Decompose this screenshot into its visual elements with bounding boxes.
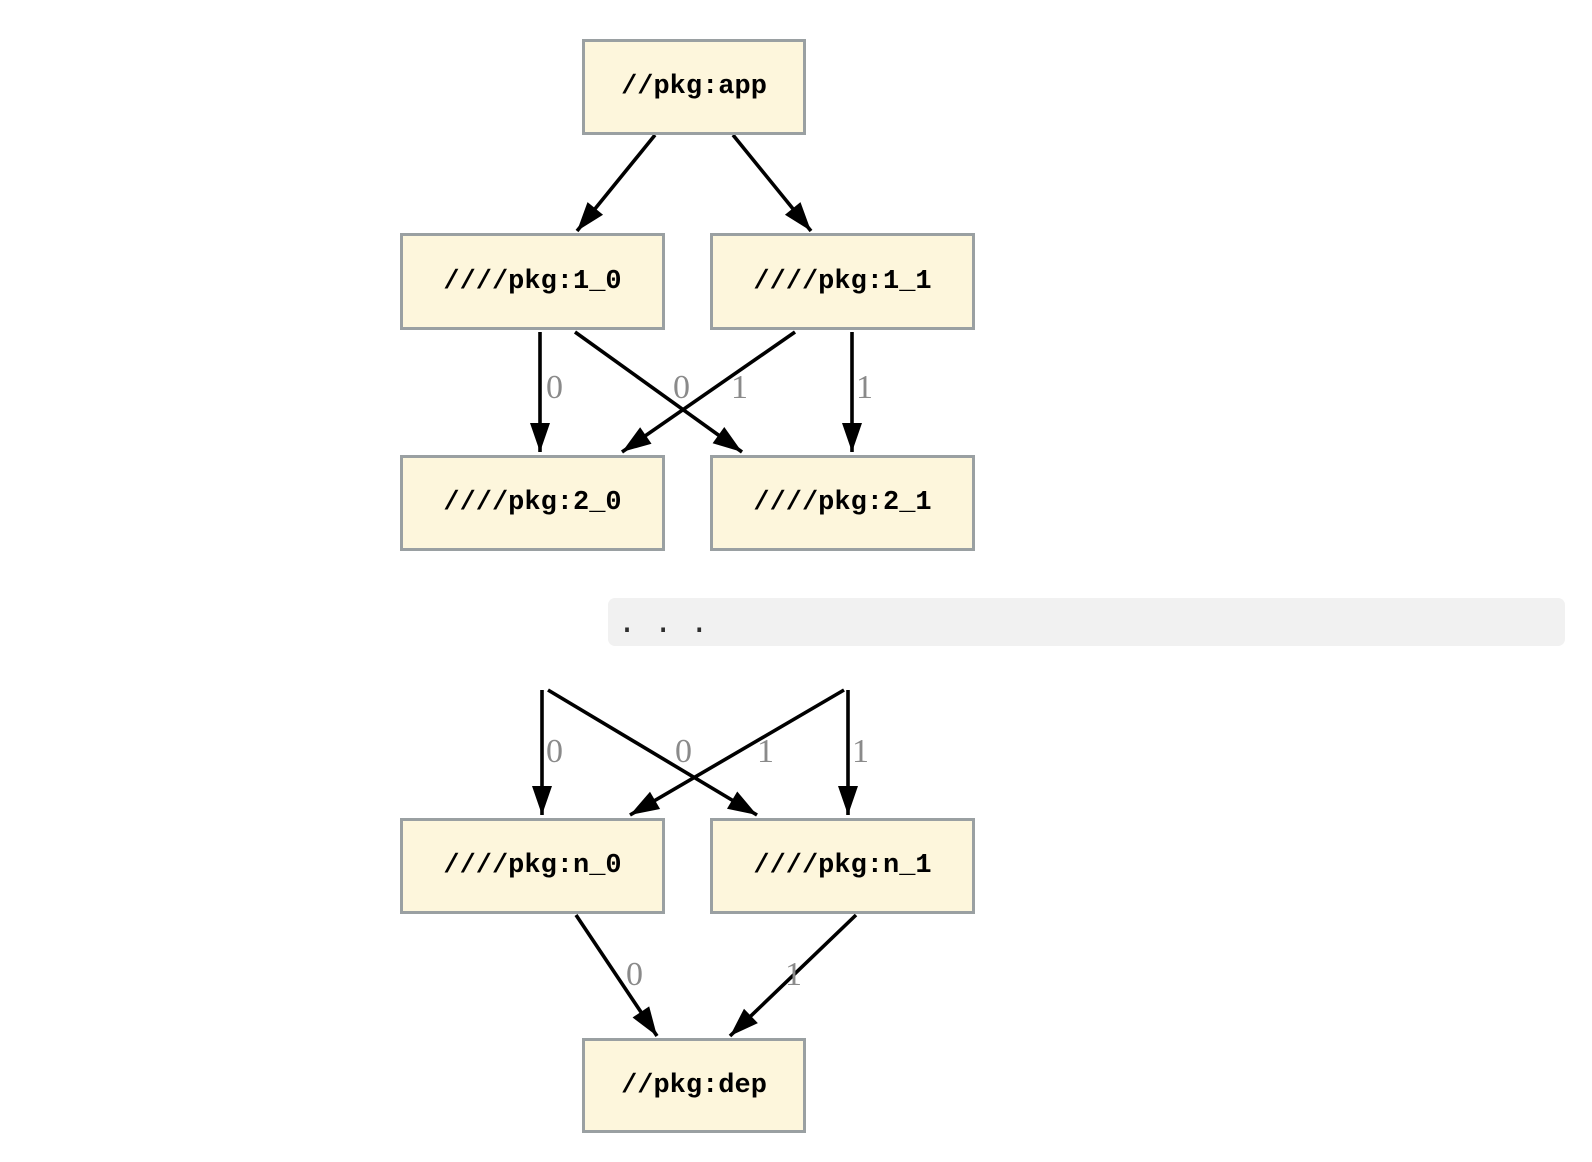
edge-n_0-to-dep (574, 913, 659, 1038)
node-n-0: ////pkg:n_0 (400, 818, 665, 914)
edge-label-...-to-n_1: 1 (852, 733, 869, 770)
edge-label-...-to-n_0: 0 (546, 733, 563, 770)
edge-...-to-n_1 (547, 688, 758, 817)
node-2-0-label: ////pkg:2_0 (443, 488, 622, 518)
edge-app-to-1_0 (575, 133, 657, 233)
node-1-0-label: ////pkg:1_0 (443, 266, 622, 297)
edge-1_0-to-2_1 (573, 330, 744, 454)
edge-label-1_1-to-2_1: 1 (856, 369, 873, 406)
node-1-0: ////pkg:1_0 (400, 233, 665, 330)
edge-label-n_1-to-dep: 1 (785, 956, 802, 993)
edge-1_1-to-2_0 (620, 330, 797, 454)
node-dep-label: //pkg:dep (621, 1070, 767, 1101)
node-app-label: //pkg:app (621, 72, 767, 102)
node-2-1: ////pkg:2_1 (710, 455, 975, 551)
node-dep: //pkg:dep (582, 1038, 806, 1133)
node-n-1-label: ////pkg:n_1 (753, 851, 932, 881)
node-app: //pkg:app (582, 39, 806, 135)
edge-label-1_1-to-2_0: 0 (673, 369, 690, 406)
edge-label-...-to-n_0: 0 (675, 733, 692, 770)
edge-...-to-n_0 (629, 688, 845, 817)
ellipsis-text: . . . (618, 604, 709, 640)
edge-label-1_0-to-2_1: 1 (731, 369, 748, 406)
node-1-1-label: ////pkg:1_1 (753, 266, 932, 297)
node-2-1-label: ////pkg:2_1 (753, 488, 932, 518)
node-n-0-label: ////pkg:n_0 (443, 851, 622, 881)
node-n-1: ////pkg:n_1 (710, 818, 975, 914)
edge-label-...-to-n_1: 1 (757, 733, 774, 770)
node-1-1: ////pkg:1_1 (710, 233, 975, 330)
edge-n_1-to-dep (728, 913, 858, 1038)
edge-label-n_0-to-dep: 0 (626, 956, 643, 993)
edge-app-to-1_1 (731, 133, 813, 233)
node-2-0: ////pkg:2_0 (400, 455, 665, 551)
ellipsis-band: . . . (608, 598, 1565, 646)
edge-label-1_0-to-2_0: 0 (546, 369, 563, 406)
